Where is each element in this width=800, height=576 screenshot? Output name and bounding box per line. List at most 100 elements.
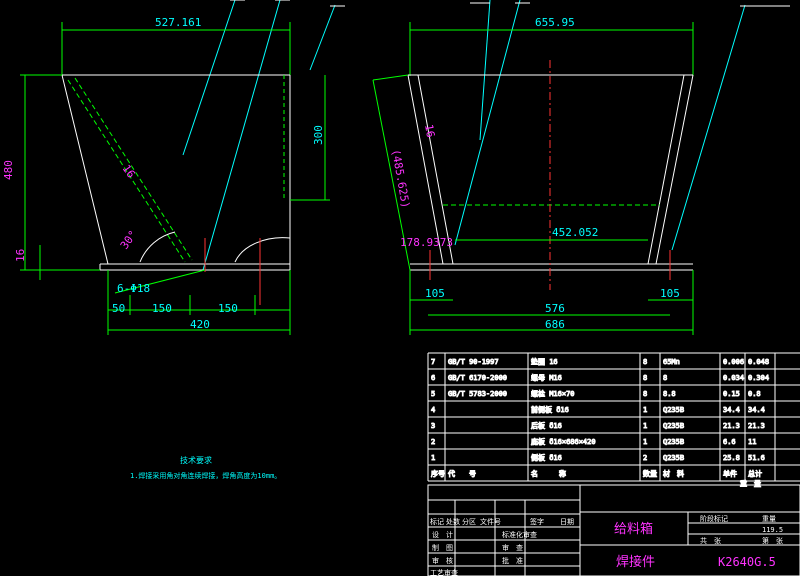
parts-cell-mat: 8.8 [663, 390, 676, 398]
sheet-label: 第 张 [762, 536, 783, 545]
rev-h-2: 分区 [462, 517, 476, 526]
parts-cell-mat: Q235B [663, 406, 684, 414]
parts-cell-unit: 25.8 [723, 454, 740, 462]
parts-header-mat: 材 料 [663, 469, 684, 478]
rev-h-3: 文件号 [480, 517, 501, 526]
title-block: 标记 处数 分区 文件号 签字 日期 设 计 制 图 审 核 工艺审查 标准化审… [427, 484, 800, 576]
parts-header-name: 名 称 [531, 469, 566, 478]
parts-cell-name: 螺栓 M16×70 [531, 389, 575, 398]
parts-cell-no: 5 [431, 390, 435, 398]
parts-cell-total: 34.4 [748, 406, 765, 414]
parts-cell-total: 11 [748, 438, 756, 446]
dim-bottom-thk: 16 [14, 249, 27, 262]
parts-cell-unit: 6.6 [723, 438, 736, 446]
rdim-total: 686 [545, 318, 565, 331]
parts-cell-mat: 65Mn [663, 358, 680, 366]
parts-cell-name: 侧板 δ16 [531, 453, 562, 462]
rdim-right-foot: 105 [660, 287, 680, 300]
tech-notes-title: 技术要求 [180, 455, 212, 465]
rev-h-0: 标记 [430, 517, 444, 526]
std-label: 标准化审查 [502, 530, 537, 539]
sheets-label: 共 张 [700, 536, 721, 545]
parts-cell-qty: 8 [643, 374, 647, 382]
parts-cell-mat: Q235B [663, 422, 684, 430]
doc-type: 焊接件 [616, 554, 655, 570]
rev-h-1: 处数 [446, 517, 460, 526]
dim-slope-thk: 16 [120, 162, 138, 180]
parts-header-qty: 数量 [643, 469, 657, 478]
dim-420: 420 [190, 318, 210, 331]
rdim-thk: 16 [422, 123, 437, 138]
parts-cell-no: 6 [431, 374, 435, 382]
parts-cell-unit: 34.4 [723, 406, 740, 414]
right-view: 655.95 (485.625) 16 178.9373 452.052 105… [372, 0, 790, 335]
role-0: 设 计 [432, 530, 453, 539]
rdim-top-width: 655.95 [535, 16, 575, 29]
dim-height-right: 300 [312, 125, 325, 145]
stage-label: 阶段标记 [700, 514, 728, 523]
parts-header-no: 序号 [431, 469, 445, 478]
role-2: 审 核 [432, 556, 453, 565]
parts-cell-mat: Q235B [663, 438, 684, 446]
parts-cell-qty: 2 [643, 454, 647, 462]
rev-h-5: 日期 [560, 518, 574, 526]
dim-angle: 30° [118, 228, 140, 252]
parts-table: 7 GB/T 90-1997 垫圈 16 8 65Mn 0.006 0.048 6 GB/T 6… [427, 352, 800, 489]
parts-cell-unit: 0.034 [723, 374, 744, 382]
dim-holes: 6-Φ18 [117, 282, 150, 295]
dim-height-total: 480 [2, 160, 15, 180]
parts-header-weight: 重 量 [740, 480, 761, 488]
parts-header-code: 代 号 [448, 469, 476, 478]
parts-cell-mat: 8 [663, 374, 667, 382]
rdim-left-foot: 105 [425, 287, 445, 300]
rdim-base: 576 [545, 302, 565, 315]
parts-cell-qty: 8 [643, 358, 647, 366]
parts-cell-name: 后板 δ16 [531, 421, 562, 430]
role-3: 工艺审查 [430, 568, 458, 576]
parts-cell-qty: 1 [643, 438, 647, 446]
parts-cell-unit: 0.15 [723, 390, 740, 398]
parts-header-total: 总计 [748, 469, 762, 478]
parts-cell-no: 7 [431, 358, 435, 366]
weight-value: 119.5 [762, 526, 783, 534]
dim-150-b: 150 [218, 302, 238, 315]
rev-h-4: 签字 [530, 517, 544, 526]
parts-cell-qty: 1 [643, 406, 647, 414]
left-view: 527.161 480 16 300 16 30° 6-Φ18 [2, 0, 345, 335]
parts-cell-code: GB/T 90-1997 [448, 358, 499, 366]
tech-notes: 技术要求 1.焊接采用角对角连续焊接，焊角高度为10mm。 [130, 455, 281, 480]
parts-cell-name: 螺母 M16 [531, 373, 562, 382]
drawing-no: K2640G.5 [718, 555, 776, 569]
rdim-offset: 178.9373 [400, 236, 453, 249]
parts-cell-code: GB/T 6170-2000 [448, 374, 507, 382]
parts-cell-total: 51.6 [748, 454, 765, 462]
parts-cell-code: GB/T 5783-2000 [448, 390, 507, 398]
parts-cell-name: 垫圈 16 [531, 357, 558, 366]
parts-cell-qty: 1 [643, 422, 647, 430]
tech-notes-line1: 1.焊接采用角对角连续焊接，焊角高度为10mm。 [130, 471, 281, 480]
parts-cell-name: 前侧板 δ16 [531, 405, 569, 414]
parts-cell-total: 0.048 [748, 358, 769, 366]
parts-cell-mat: Q235B [663, 454, 684, 462]
role-1: 制 图 [432, 543, 453, 552]
dim-150-a: 150 [152, 302, 172, 315]
parts-header-unit: 单件 [723, 469, 737, 478]
parts-cell-total: 0.8 [748, 390, 761, 398]
approve-label: 批 准 [502, 556, 523, 565]
parts-cell-no: 4 [431, 406, 435, 414]
part-name: 给料箱 [614, 521, 653, 537]
parts-cell-no: 3 [431, 422, 435, 430]
parts-cell-no: 1 [431, 454, 435, 462]
dim-50: 50 [112, 302, 125, 315]
check-label: 审 查 [502, 543, 523, 552]
parts-cell-qty: 8 [643, 390, 647, 398]
parts-cell-name: 底板 δ16×686×420 [531, 437, 596, 446]
parts-cell-unit: 21.3 [723, 422, 740, 430]
parts-cell-no: 2 [431, 438, 435, 446]
dim-top-width: 527.161 [155, 16, 201, 29]
parts-cell-total: 0.304 [748, 374, 769, 382]
rdim-mid-width: 452.052 [552, 226, 598, 239]
parts-cell-unit: 0.006 [723, 358, 744, 366]
parts-cell-total: 21.3 [748, 422, 765, 430]
